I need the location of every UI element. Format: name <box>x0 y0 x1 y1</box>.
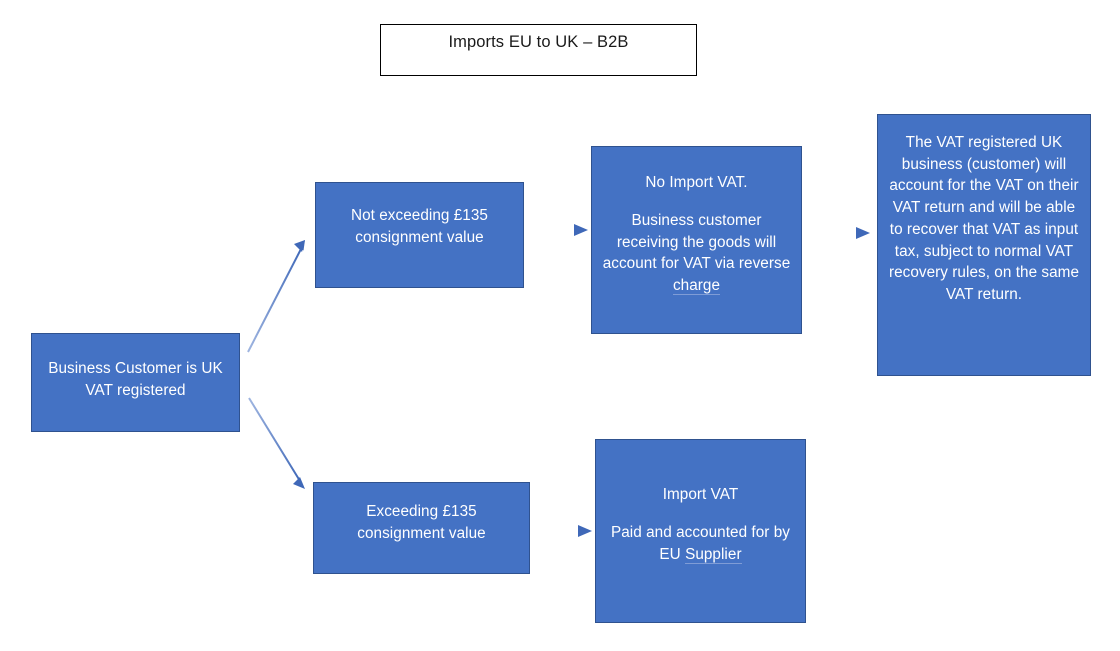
node-text-line2-prefix: Paid and accounted for by EU <box>611 523 790 563</box>
node-text: Business Customer is UK VAT registered <box>48 359 223 399</box>
diagram-title-box: Imports EU to UK – B2B <box>380 24 697 76</box>
spellcheck-flagged-word: charge <box>672 276 721 295</box>
edge-exceeding-to-import-vat <box>536 525 592 537</box>
edge-not-exceeding-to-no-import-vat <box>531 224 588 236</box>
node-text-line2-prefix: Business customer receiving the goods wi… <box>602 211 791 273</box>
edge-start-to-not-exceeding <box>247 240 305 353</box>
edge-start-to-exceeding <box>248 397 305 489</box>
node-no-import-vat[interactable]: No Import VAT. Business customer receivi… <box>591 146 802 334</box>
node-text-line2: Paid and accounted for by EU Supplier <box>603 522 798 565</box>
node-text: Not exceeding £135 consignment value <box>351 207 488 246</box>
node-text-line1: No Import VAT. <box>645 174 748 191</box>
spellcheck-flagged-word: Supplier <box>685 545 742 564</box>
node-text-line2: Business customer receiving the goods wi… <box>599 210 794 297</box>
node-exceeding-135[interactable]: Exceeding £135 consignment value <box>313 482 530 574</box>
node-text-line1: Import VAT <box>662 486 739 503</box>
edge-no-import-vat-to-recover <box>812 227 870 239</box>
node-text: Exceeding £135 consignment value <box>357 503 486 542</box>
node-business-customer-uk-vat-registered[interactable]: Business Customer is UK VAT registered <box>31 333 240 432</box>
node-vat-registered-uk-business-recovery[interactable]: The VAT registered UK business (customer… <box>877 114 1091 376</box>
node-not-exceeding-135[interactable]: Not exceeding £135 consignment value <box>315 182 524 288</box>
node-text: The VAT registered UK business (customer… <box>888 134 1080 304</box>
diagram-title-text: Imports EU to UK – B2B <box>448 33 629 51</box>
node-import-vat-eu-supplier[interactable]: Import VAT Paid and accounted for by EU … <box>595 439 806 623</box>
